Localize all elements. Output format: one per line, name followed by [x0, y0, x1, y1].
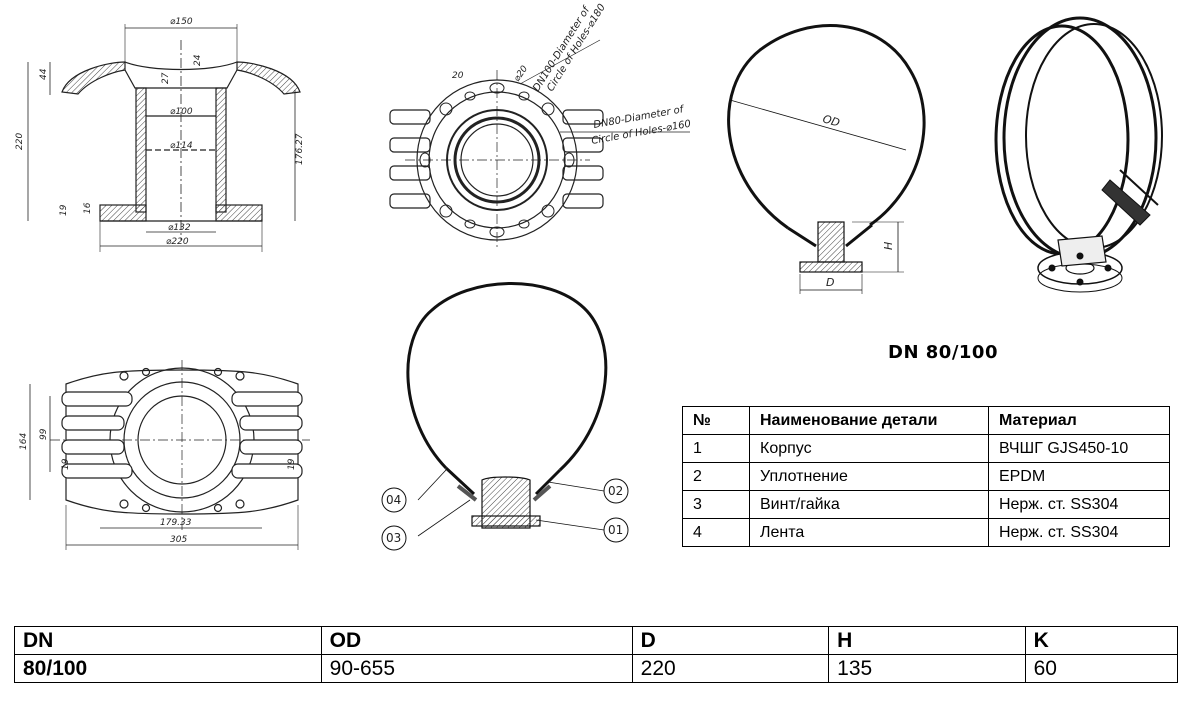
dim-d-label: D: [826, 276, 834, 289]
part-material: EPDM: [987, 462, 1171, 491]
part-number: 2: [682, 462, 750, 491]
parts-header-number: №: [682, 406, 750, 435]
table-row: 2 Уплотнение EPDM: [682, 462, 1171, 491]
callout-04: 04: [386, 493, 401, 507]
table-row: 3 Винт/гайка Нерж. ст. SS304: [682, 490, 1171, 519]
table-row: 1 Корпус ВЧШГ GJS450-10: [682, 434, 1171, 463]
assembly-view: [381, 282, 629, 551]
parts-header-name: Наименование детали: [749, 406, 989, 435]
dim-label: 179.33: [160, 518, 192, 528]
dim-label: ⌀132: [168, 223, 191, 233]
dims-header-k: K: [1024, 626, 1179, 655]
dim-label: 16: [83, 202, 93, 214]
dim-label: 24: [193, 54, 203, 66]
dim-label: 176.27: [295, 133, 305, 165]
dim-label: 19: [287, 458, 297, 470]
clamp-3d-view: [994, 16, 1163, 293]
top-view: [29, 360, 310, 550]
dims-value-h: 135: [828, 654, 1026, 683]
part-name: Лента: [749, 518, 989, 547]
part-name: Уплотнение: [749, 462, 989, 491]
dim-label: ⌀114: [170, 141, 193, 151]
parts-header-material: Материал: [987, 406, 1171, 435]
dim-label: 20: [452, 71, 464, 81]
dims-value-dn: 80/100: [14, 654, 322, 683]
dim-label: ⌀220: [166, 237, 189, 247]
dim-od-label: OD: [821, 112, 841, 129]
dims-header-row: DN OD D H K: [14, 626, 1179, 655]
part-name: Винт/гайка: [749, 490, 989, 519]
dimensions-table: DN OD D H K 80/100 90-655 220 135 60: [14, 626, 1179, 683]
dim-label: 305: [170, 535, 187, 545]
dims-value-d: 220: [631, 654, 830, 683]
part-material: ВЧШГ GJS450-10: [987, 434, 1171, 463]
dims-header-od: OD: [320, 626, 633, 655]
part-name: Корпус: [749, 434, 989, 463]
parts-table-header-row: № Наименование детали Материал: [682, 406, 1171, 435]
dim-label: 27: [161, 72, 171, 84]
part-number: 3: [682, 490, 750, 519]
dim-label: ⌀20: [512, 64, 530, 84]
dim-label: 220: [15, 133, 25, 150]
dim-h-label: H: [882, 242, 895, 250]
dim-label: 164: [19, 433, 29, 450]
parts-table: № Наименование детали Материал 1 Корпус …: [682, 406, 1171, 547]
model-title: DN 80/100: [888, 342, 998, 363]
dims-value-od: 90-655: [320, 654, 633, 683]
dims-header-dn: DN: [14, 626, 322, 655]
table-row: 80/100 90-655 220 135 60: [14, 654, 1179, 683]
dims-value-k: 60: [1024, 654, 1179, 683]
dim-label: ⌀150: [170, 17, 193, 27]
callout-02: 02: [608, 484, 623, 498]
dim-label: ⌀100: [170, 107, 193, 117]
part-material: Нерж. ст. SS304: [987, 518, 1171, 547]
dims-header-h: H: [828, 626, 1026, 655]
dim-label: 99: [39, 428, 49, 440]
clamp-od-view: [727, 24, 926, 294]
dim-label: 19: [61, 458, 71, 470]
section-view: [27, 24, 301, 252]
dim-label: 19: [59, 204, 69, 216]
part-number: 4: [682, 518, 750, 547]
dims-header-d: D: [631, 626, 830, 655]
part-number: 1: [682, 434, 750, 463]
table-row: 4 Лента Нерж. ст. SS304: [682, 518, 1171, 547]
dim-label: 44: [39, 68, 49, 80]
callout-01: 01: [608, 523, 623, 537]
part-material: Нерж. ст. SS304: [987, 490, 1171, 519]
callout-03: 03: [386, 531, 401, 545]
flange-bottom-view: [389, 39, 690, 250]
